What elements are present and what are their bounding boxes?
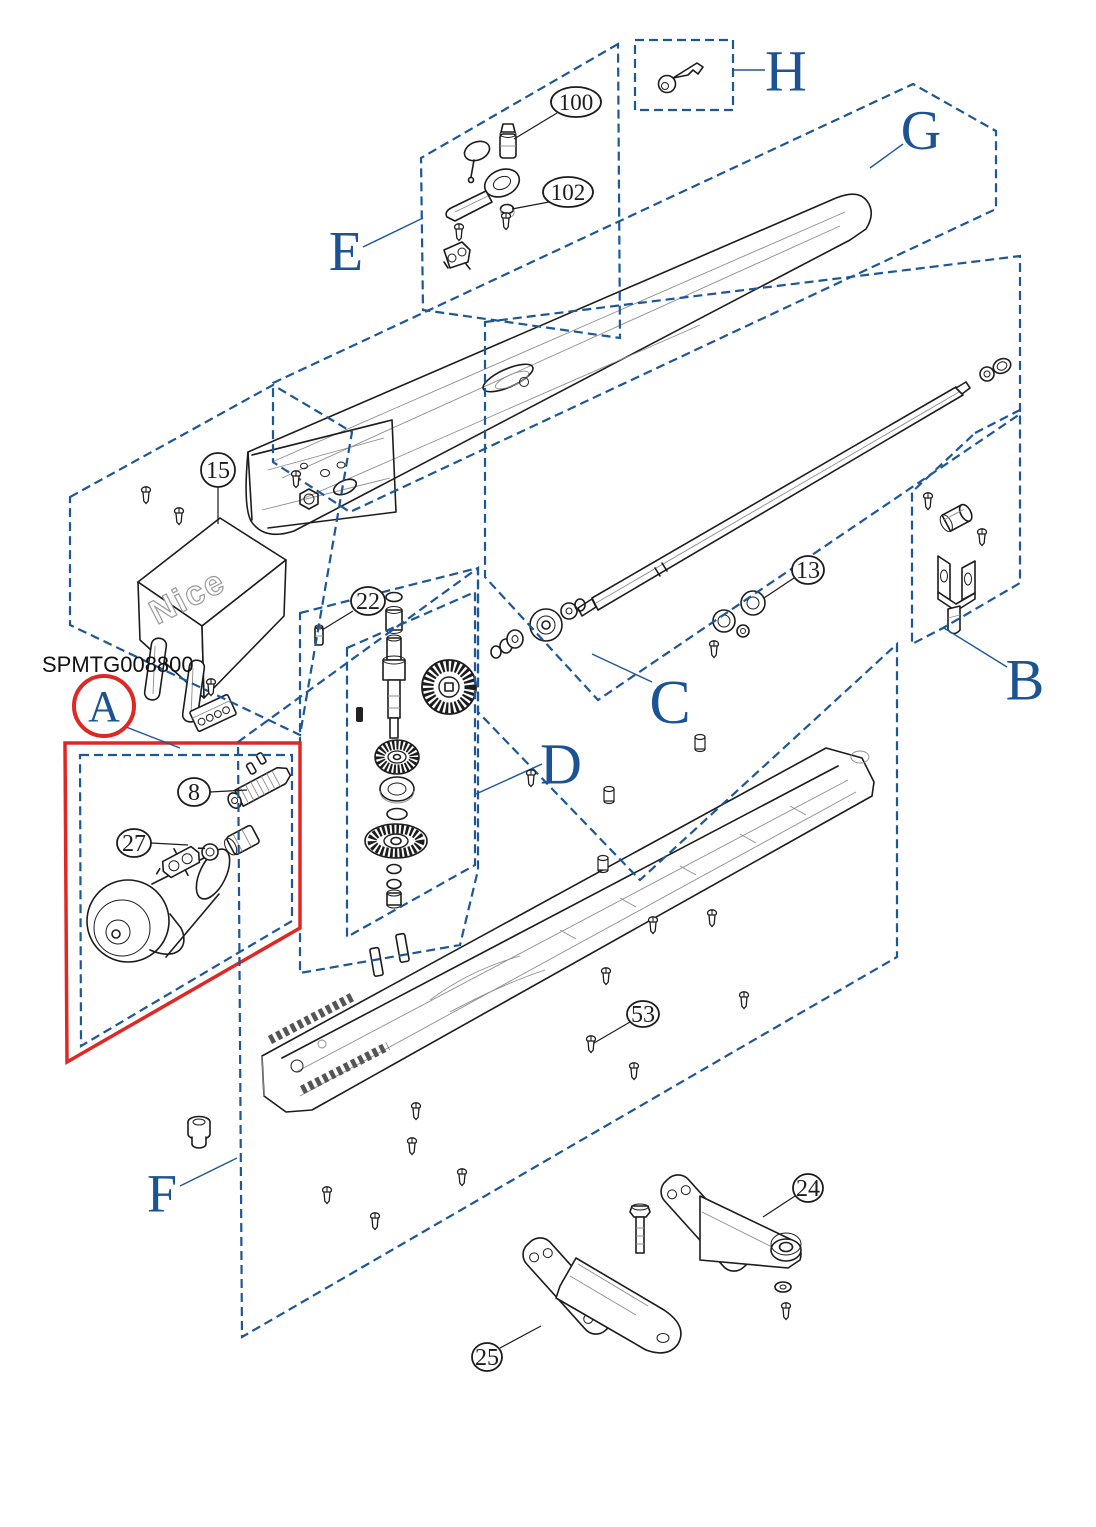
callout-circle-53[interactable] xyxy=(626,1000,660,1028)
callout-circle-22[interactable] xyxy=(350,586,386,616)
callout-number-8[interactable]: 8 xyxy=(188,780,200,806)
release-lever-parts-drawing xyxy=(443,123,521,270)
release-key-icon xyxy=(657,62,704,94)
label-leader-G xyxy=(869,143,904,169)
annotation-overlay: A B C D E F G H 100 102 15 22 13 8 27 53 24 25 xyxy=(63,38,1045,1372)
region-boundary-F[interactable] xyxy=(236,565,899,1339)
screw-icon xyxy=(500,212,512,231)
callout-number-25[interactable]: 25 xyxy=(475,1345,499,1371)
screw-icon xyxy=(738,991,750,1010)
screw-icon xyxy=(780,1302,792,1321)
callout-number-53[interactable]: 53 xyxy=(631,1002,655,1028)
screw-icon xyxy=(922,492,934,511)
gear-assembly-drawing xyxy=(314,591,477,909)
callout-circle-25[interactable] xyxy=(471,1342,503,1372)
callout-circle-15[interactable] xyxy=(200,452,236,488)
chassis-drawing xyxy=(261,747,875,1113)
grommet-drawing xyxy=(187,1115,211,1149)
region-boundary-H[interactable] xyxy=(633,38,735,112)
label-leader-F xyxy=(179,1157,238,1187)
callout-circle-102[interactable] xyxy=(542,176,594,208)
region-boundary-COVER15[interactable] xyxy=(68,383,354,737)
callout-leader-102 xyxy=(511,201,550,210)
callout-number-24[interactable]: 24 xyxy=(796,1176,820,1202)
bracket-25-drawing xyxy=(522,1237,682,1354)
region-label-E[interactable]: E xyxy=(329,221,363,283)
screw-icon xyxy=(628,1062,640,1081)
terminal-block-drawing xyxy=(189,694,237,732)
region-boundary-C[interactable] xyxy=(483,254,1022,702)
screw-icon xyxy=(410,1102,422,1121)
screw-icon xyxy=(585,1035,597,1054)
label-leader-A xyxy=(125,726,181,749)
region-boundary-A[interactable] xyxy=(78,753,294,1048)
shaft-key xyxy=(356,707,363,722)
screw-icon xyxy=(708,640,720,659)
screw-icon xyxy=(406,1137,418,1156)
region-label-D[interactable]: D xyxy=(540,732,582,797)
callout-circle-8[interactable] xyxy=(177,777,211,807)
label-leader-D xyxy=(475,763,543,795)
screw-icon xyxy=(456,1168,468,1187)
label-leader-C xyxy=(591,653,653,683)
callout-circle-24[interactable] xyxy=(792,1173,824,1203)
stud-icon xyxy=(603,785,615,805)
label-leader-E xyxy=(362,217,424,248)
callout-circle-100[interactable] xyxy=(550,86,602,118)
callout-leader-13 xyxy=(763,577,795,599)
region-label-C[interactable]: C xyxy=(649,669,690,737)
stud-icon xyxy=(597,854,609,874)
clevis-parts-drawing xyxy=(937,503,976,635)
region-boundary-A-highlight[interactable] xyxy=(63,741,302,1066)
bolt-drawing xyxy=(629,1203,651,1254)
region-label-B[interactable]: B xyxy=(1006,648,1045,713)
callout-number-100[interactable]: 100 xyxy=(559,90,594,115)
part-code-label: SPMTG008800 xyxy=(42,652,194,677)
callout-number-13[interactable]: 13 xyxy=(796,558,820,584)
screw-icon xyxy=(525,769,537,788)
callout-number-22[interactable]: 22 xyxy=(356,589,380,615)
screw-icon xyxy=(453,223,465,242)
callout-circle-13[interactable] xyxy=(791,555,825,585)
highlight-circle-A[interactable] xyxy=(72,674,136,738)
callout-circle-27[interactable] xyxy=(116,828,152,858)
callout-leader-27 xyxy=(150,842,189,846)
screw-icon xyxy=(173,507,185,526)
callout-leader-25 xyxy=(499,1325,542,1349)
callout-number-27[interactable]: 27 xyxy=(122,831,146,857)
region-label-G[interactable]: G xyxy=(901,100,941,162)
region-boundary-E[interactable] xyxy=(419,42,622,340)
callout-number-102[interactable]: 102 xyxy=(551,180,586,205)
region-label-A[interactable]: A xyxy=(88,682,120,731)
gear-shaft xyxy=(382,634,406,739)
lead-screw-drawing xyxy=(490,357,1012,659)
callout-leader-22 xyxy=(321,610,354,631)
stud-icon xyxy=(694,733,706,753)
region-boundary-D-inner[interactable] xyxy=(345,590,477,939)
label-leader-B xyxy=(943,627,1008,668)
screw-icon xyxy=(369,1212,381,1231)
callout-leader-8 xyxy=(209,789,248,793)
region-label-H[interactable]: H xyxy=(765,39,807,104)
region-boundary-G[interactable] xyxy=(271,82,998,514)
screw-icon xyxy=(140,486,152,505)
bracket-24-drawing xyxy=(660,1174,802,1272)
screw-icon xyxy=(647,916,659,935)
screw-icon xyxy=(706,909,718,928)
callout-number-15[interactable]: 15 xyxy=(206,458,230,484)
screw-icon xyxy=(976,528,988,547)
region-boundary-B[interactable] xyxy=(910,408,1022,646)
cover-drawing xyxy=(245,193,873,536)
callout-leader-100 xyxy=(513,112,558,140)
washer-drawing xyxy=(774,1281,792,1293)
motor-drawing xyxy=(86,752,292,963)
screw-icon xyxy=(600,967,612,986)
nice-cover-drawing: Nice xyxy=(137,517,287,723)
callout-leader-53 xyxy=(593,1021,631,1044)
callout-leader-24 xyxy=(762,1195,796,1218)
region-label-F[interactable]: F xyxy=(147,1163,177,1223)
screw-icon xyxy=(321,1186,333,1205)
